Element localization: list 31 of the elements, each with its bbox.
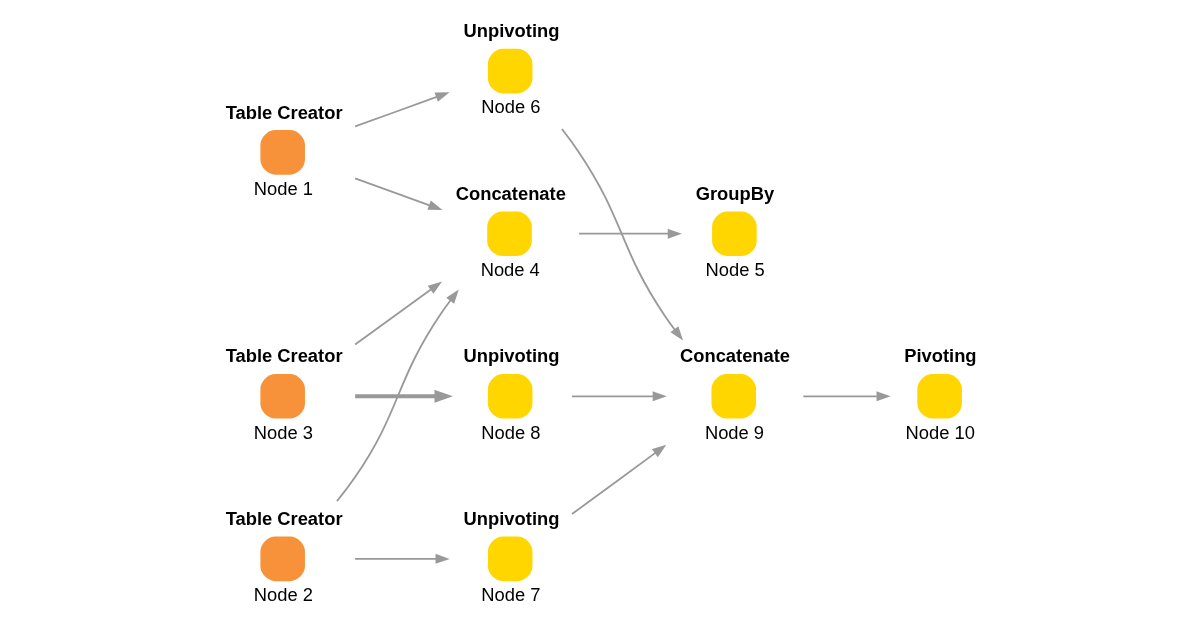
node-label: Node 1 [253, 177, 313, 199]
node-label: Node 6 [481, 96, 541, 118]
arrow [336, 289, 459, 503]
arrow [354, 553, 450, 564]
node-label: Table Creator [225, 101, 343, 123]
node-label: Node 4 [480, 258, 540, 280]
arrow [354, 92, 450, 128]
arrow [571, 391, 667, 402]
node-label: Node 2 [253, 584, 313, 606]
arrow [802, 391, 891, 402]
node-label: Unpivoting [463, 20, 560, 42]
node-label: GroupBy [695, 182, 775, 204]
node-label: Pivoting [904, 345, 977, 367]
node-label: Node 7 [481, 584, 541, 606]
node-label: Node 9 [704, 421, 765, 443]
arrow [355, 389, 453, 403]
node-label: Concatenate [455, 182, 566, 204]
node-label: Node 8 [481, 421, 541, 443]
arrow [354, 281, 443, 346]
arrow [578, 228, 682, 239]
node-label: Unpivoting [463, 508, 560, 530]
node-label: Node 5 [705, 258, 765, 280]
node-label: Node 10 [905, 421, 975, 443]
arrow [571, 444, 667, 515]
arrow [561, 128, 684, 341]
node-label: Concatenate [679, 345, 791, 367]
node-label: Table Creator [225, 345, 343, 367]
arrow [354, 177, 443, 210]
node-label: Unpivoting [463, 345, 560, 367]
node-label: Table Creator [225, 508, 343, 530]
node-label: Node 3 [253, 421, 313, 443]
